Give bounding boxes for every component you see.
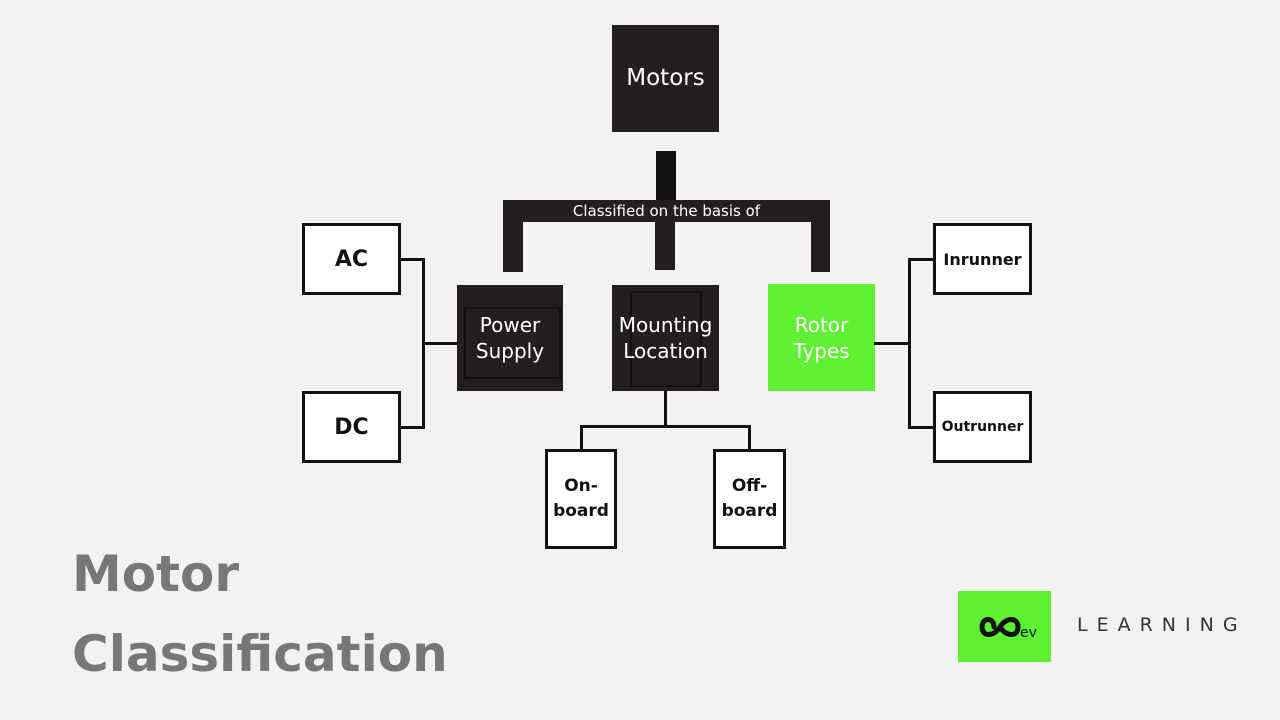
offboard-connector [748, 425, 751, 452]
infinity-logo-icon [979, 617, 1021, 637]
power-connector-h [424, 342, 458, 345]
rotor-types-node: Rotor Types [768, 284, 875, 391]
offboard-label-line2: board [721, 501, 778, 521]
onboard-label-line1: On- [564, 475, 598, 496]
brand-logo: ev [958, 591, 1051, 662]
power-supply-label-line1: Power [479, 313, 541, 337]
dc-label: DC [334, 414, 369, 440]
power-supply-node: Power Supply [457, 285, 563, 391]
title-line1: Motor [72, 545, 240, 603]
classification-bar [503, 200, 830, 222]
onboard-node: On- board [545, 449, 617, 549]
ac-label: AC [334, 246, 369, 272]
dc-node: DC [302, 391, 401, 463]
mounting-location-node: Mounting Location [612, 285, 719, 391]
outrunner-connector [908, 426, 935, 429]
inrunner-label: Inrunner [943, 249, 1022, 269]
power-supply-label-line2: Supply [475, 339, 545, 363]
rotor-types-label-line1: Rotor [794, 312, 849, 337]
page-title: Motor Classification [72, 534, 448, 694]
logo-mark-text: ev [1020, 625, 1037, 641]
rotor-types-label-line2: Types [793, 338, 850, 363]
title-line2: Classification [72, 625, 448, 683]
offboard-node: Off- board [713, 449, 786, 549]
mounting-connector-h [580, 425, 751, 428]
right-drop [811, 220, 830, 272]
power-connector-v [422, 258, 425, 429]
motors-node: Motors [612, 25, 719, 132]
brand-text: LEARNING [1077, 614, 1247, 636]
onboard-label-line2: board [553, 501, 609, 521]
outrunner-node: Outrunner [933, 391, 1032, 463]
rotor-connector-v [908, 258, 911, 429]
left-drop [503, 220, 523, 272]
ac-node: AC [302, 223, 401, 295]
inrunner-node: Inrunner [933, 223, 1032, 295]
mounting-location-label-line1: Mounting [618, 313, 713, 337]
inrunner-connector [908, 258, 935, 261]
mounting-location-label-line2: Location [623, 339, 708, 363]
dc-connector [399, 426, 425, 429]
motors-label: Motors [626, 64, 705, 91]
onboard-connector [580, 425, 583, 452]
offboard-label-line1: Off- [731, 475, 768, 496]
ac-connector [399, 258, 425, 261]
classification-bar-label: Classified on the basis of [572, 202, 761, 220]
mounting-connector-v [664, 391, 667, 428]
center-drop [655, 220, 675, 270]
rotor-connector-h [874, 342, 911, 345]
outrunner-label: Outrunner [941, 419, 1024, 435]
root-stem [656, 151, 676, 201]
